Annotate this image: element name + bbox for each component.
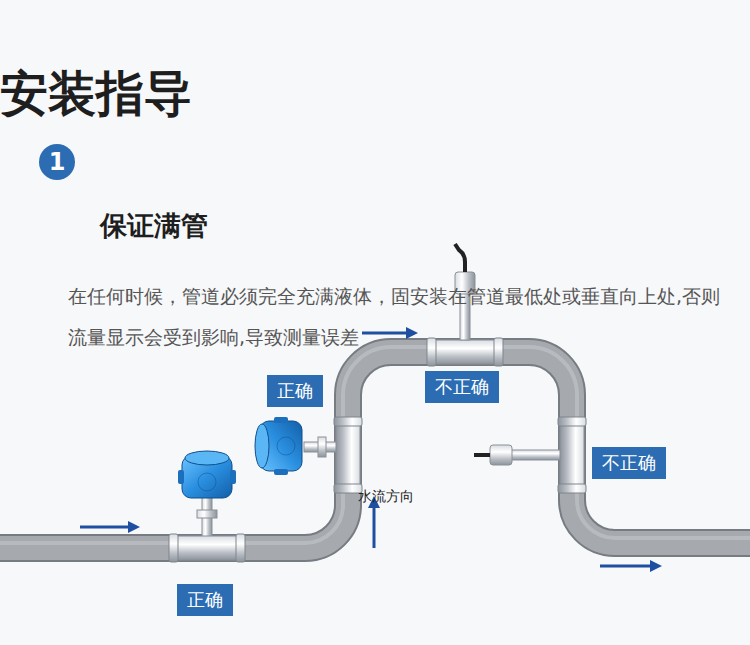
section-heading: 保证满管 [100,208,750,244]
incorrect-tag: 不正确 [592,447,666,478]
correct-tag: 正确 [267,375,323,406]
tag-text: 不正确 [602,452,656,473]
tag-text: 正确 [277,380,313,401]
flow-direction: 水流方向 [358,488,750,506]
step-number: 1 [39,144,75,180]
instruction-text: 在任何时候，管道必须完全充满液体，固安装在管道最低处或垂直向上处,否则流量显示会… [68,276,723,358]
correct-tag: 正确 [177,584,233,615]
tag-text: 1 [49,148,66,176]
tag-text: 不正确 [435,376,489,397]
tag-text: 正确 [187,589,223,610]
incorrect-tag: 不正确 [425,371,499,402]
page-title: 安装指导 [0,62,750,126]
